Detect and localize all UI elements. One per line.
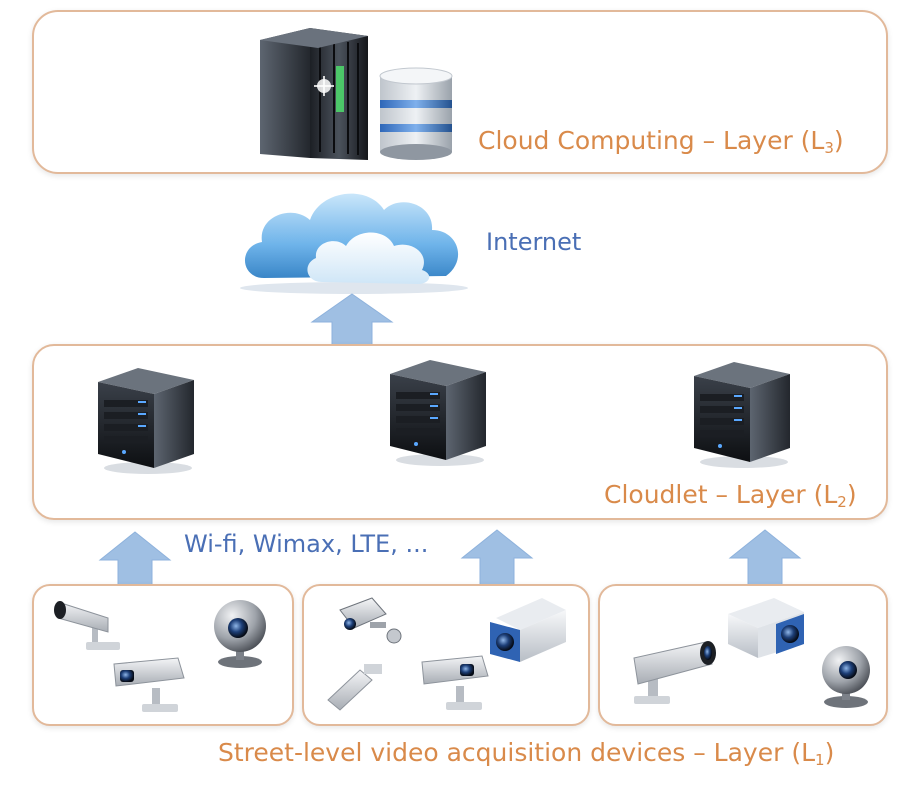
cloud-computing-layer-label: Cloud Computing – Layer (L3) (478, 126, 844, 157)
cctv-camera-icon (421, 655, 489, 710)
cloud-icon (240, 193, 468, 294)
cctv-camera-icon (633, 641, 716, 704)
cloudlet-layer-label: Cloudlet – Layer (L2) (604, 480, 857, 511)
database-icon (379, 67, 453, 160)
cctv-camera-icon (327, 664, 382, 711)
arrow-up-icon (98, 531, 172, 591)
webcam-icon (214, 600, 266, 668)
cctv-camera-icon (113, 657, 185, 712)
cctv-camera-icon (339, 597, 402, 644)
cloudlet-server-icon (390, 360, 486, 466)
box-camera-icon (490, 598, 566, 662)
cctv-camera-icon (54, 601, 120, 650)
server-rack-icon (260, 28, 368, 160)
arrow-up-icon (460, 529, 534, 591)
network-label: Wi-fi, Wimax, LTE, ... (184, 530, 429, 558)
cloudlet-server-icon (694, 362, 790, 468)
device-layer-label: Street-level video acquisition devices –… (218, 738, 835, 769)
internet-label: Internet (486, 228, 582, 256)
webcam-icon (822, 646, 870, 708)
arrow-up-icon (728, 529, 802, 589)
box-camera-icon (728, 598, 804, 658)
cloudlet-server-icon (98, 368, 194, 474)
cloud-computing-layer-box (32, 10, 888, 174)
arrow-up-icon (310, 293, 394, 351)
